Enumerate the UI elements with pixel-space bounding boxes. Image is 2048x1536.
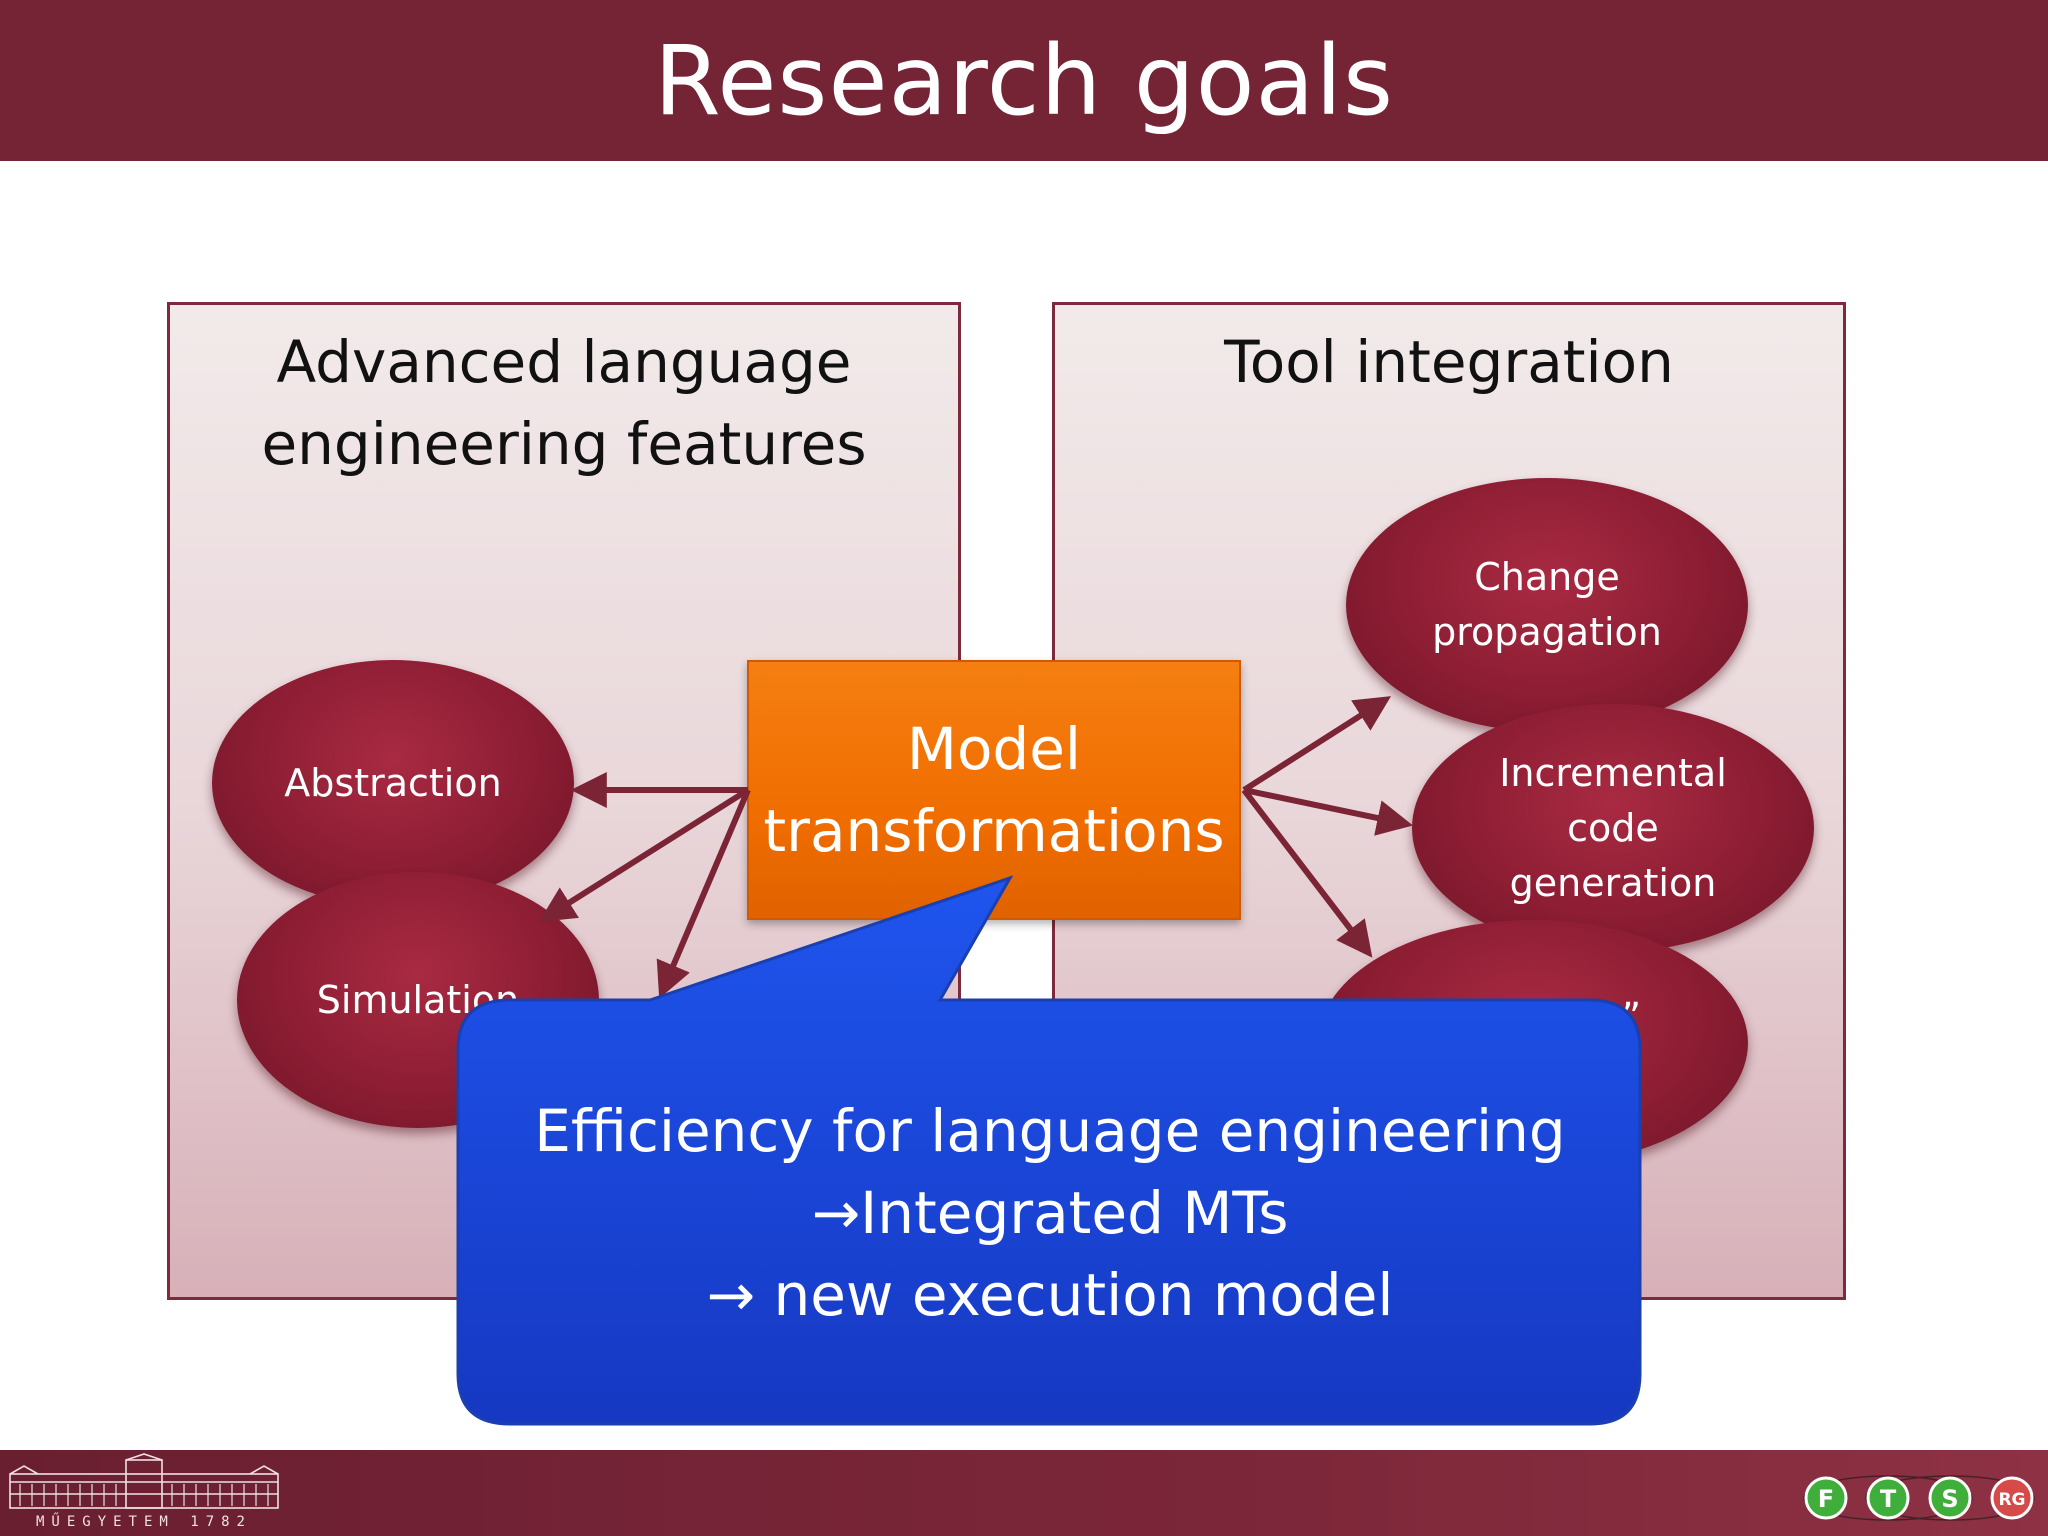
node-incremental-code-generation: Incremental code generation (1412, 704, 1814, 952)
callout-line-efficiency: Efficiency for language engineering (534, 1097, 1566, 1165)
ftsrg-logo-badge-t: T (1866, 1476, 1910, 1520)
ftsrg-letter-t: T (1880, 1485, 1897, 1513)
callout-line-integrated-mts: →Integrated MTs (811, 1179, 1289, 1247)
ftsrg-logo: F T S RG (1803, 1475, 2035, 1521)
node-change-propagation: Change propagation (1346, 478, 1748, 732)
panel-title-tool-integration: Tool integration (1224, 328, 1674, 396)
callout-line-execution-model: → new execution model (706, 1261, 1394, 1329)
university-logo-text: MŰEGYETEM 1782 (36, 1512, 252, 1530)
ftsrg-logo-badge-rg: RG (1990, 1476, 2034, 1520)
slide-header: Research goals (0, 0, 2048, 161)
slide-footer (0, 1450, 2048, 1536)
ftsrg-logo-badge-s: S (1928, 1476, 1972, 1520)
node-model-transformations: Model transformations (747, 660, 1241, 920)
ftsrg-logo-badge-f: F (1804, 1476, 1848, 1520)
university-building-logo: MŰEGYETEM 1782 (9, 1453, 279, 1530)
panel-title-language-features: Advanced language engineering features (261, 328, 867, 478)
node-abstraction: Abstraction (212, 660, 574, 906)
slide-title: Research goals (653, 24, 1395, 137)
ftsrg-letter-f: F (1818, 1485, 1834, 1513)
callout-text: Efficiency for language engineering →Int… (460, 1090, 1640, 1336)
ftsrg-letter-s: S (1941, 1485, 1958, 1513)
ftsrg-letter-rg: RG (1998, 1490, 2025, 1510)
